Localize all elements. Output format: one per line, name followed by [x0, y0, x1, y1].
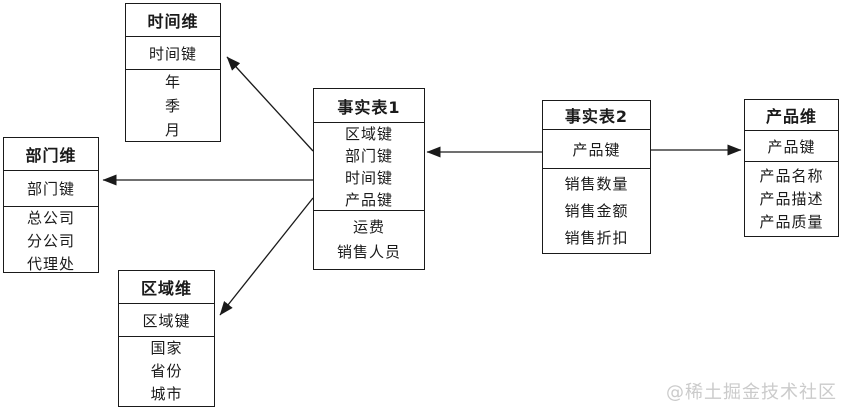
field-row: 产品键 [767, 137, 816, 156]
attr-section: 年 季 月 [126, 70, 220, 142]
table-title: 时间维 [126, 4, 220, 37]
field-row: 省份 [150, 362, 183, 380]
table-dept-dim: 部门维 部门键 总公司 分公司 代理处 [3, 137, 99, 273]
field-row: 部门键 [344, 146, 393, 165]
field-row: 部门键 [26, 180, 75, 198]
field-row: 区域键 [142, 311, 191, 330]
field-row: 月 [164, 121, 181, 139]
key-section: 产品键 [543, 130, 650, 169]
measure-section: 运费 销售人员 [314, 211, 424, 269]
arrow-fact1-to-region-dim [219, 197, 314, 316]
table-fact1: 事实表1 区域键 部门键 时间键 产品键 运费 销售人员 [313, 88, 425, 270]
field-row: 时间键 [344, 168, 393, 187]
table-title: 事实表1 [314, 89, 424, 123]
field-row: 年 [164, 73, 181, 91]
table-fact2: 事实表2 产品键 销售数量 销售金额 销售折扣 [542, 100, 651, 254]
attr-section: 国家 省份 城市 [119, 337, 214, 406]
field-row: 产品质量 [759, 212, 824, 231]
field-row: 代理处 [26, 255, 75, 273]
attr-section: 总公司 分公司 代理处 [4, 207, 98, 276]
table-title: 区域维 [119, 271, 214, 304]
field-row: 运费 [352, 218, 385, 236]
field-row: 分公司 [26, 232, 75, 250]
table-region-dim: 区域维 区域键 国家 省份 城市 [118, 270, 215, 407]
key-section: 区域键 [119, 304, 214, 337]
watermark: @稀土掘金技术社区 [666, 382, 837, 403]
field-row: 总公司 [26, 209, 75, 227]
field-row: 销售金额 [564, 201, 629, 220]
table-title: 产品维 [745, 100, 838, 131]
field-row: 时间键 [148, 44, 197, 63]
field-row: 区域键 [344, 124, 393, 143]
key-section: 时间键 [126, 37, 220, 70]
table-title: 事实表2 [543, 101, 650, 130]
measure-section: 销售数量 销售金额 销售折扣 [543, 169, 650, 253]
field-row: 国家 [150, 339, 183, 357]
field-row: 城市 [150, 385, 183, 403]
table-time-dim: 时间维 时间键 年 季 月 [125, 3, 221, 142]
field-row: 产品名称 [759, 166, 824, 185]
key-section: 产品键 [745, 131, 838, 162]
arrow-fact1-to-time-dim [226, 56, 314, 152]
table-product-dim: 产品维 产品键 产品名称 产品描述 产品质量 [744, 99, 839, 237]
field-row: 季 [164, 97, 181, 115]
field-row: 销售折扣 [564, 228, 629, 247]
field-row: 产品描述 [759, 189, 824, 208]
key-section: 部门键 [4, 171, 98, 207]
field-row: 销售人员 [336, 243, 401, 261]
attr-section: 产品名称 产品描述 产品质量 [745, 162, 838, 236]
key-section: 区域键 部门键 时间键 产品键 [314, 123, 424, 211]
field-row: 产品键 [344, 190, 393, 209]
table-title: 部门维 [4, 138, 98, 171]
field-row: 产品键 [572, 140, 621, 159]
field-row: 销售数量 [564, 174, 629, 193]
